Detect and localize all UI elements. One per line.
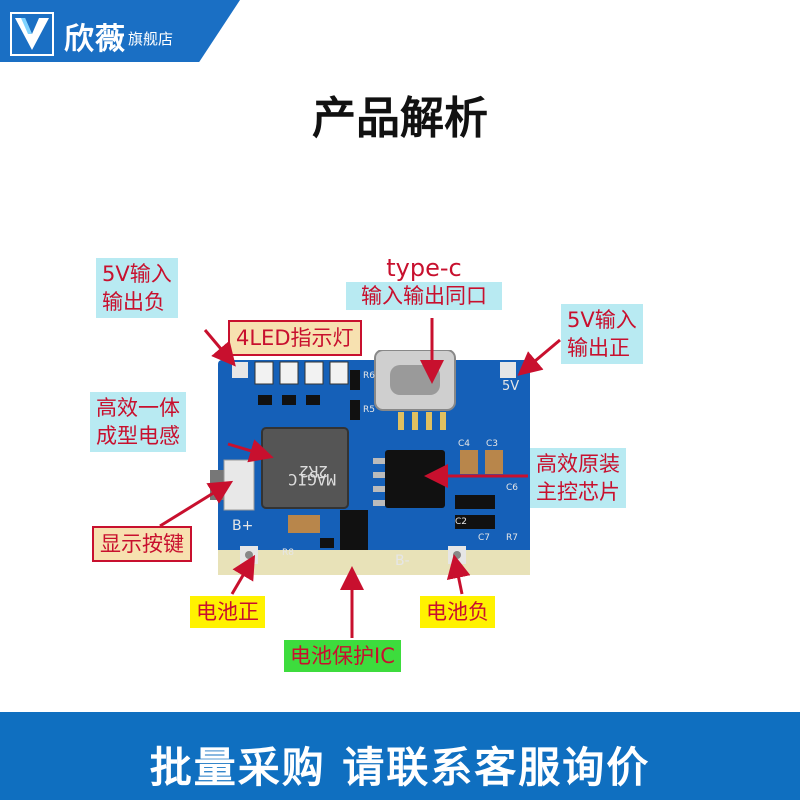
brand-name: 欣薇 — [64, 22, 126, 57]
silk-c6: C6 — [506, 483, 518, 493]
silk-bplus: B+ — [232, 518, 253, 534]
silk-r6: R6 — [363, 371, 375, 381]
brand-logo-icon — [10, 12, 54, 56]
silk-bminus: B- — [395, 553, 410, 569]
label-display-button: 显示按键 — [92, 526, 192, 562]
footer-banner: 批量采购 请联系客服询价 — [0, 712, 800, 800]
label-typec: type-c 输入输出同口 — [346, 254, 502, 310]
label-battery-negative: 电池负 — [420, 596, 495, 628]
label-5v-input-positive: 5V输入 输出正 — [561, 304, 643, 364]
store-label: 旗舰店 — [128, 30, 174, 48]
page-title: 产品解析 — [312, 93, 488, 144]
silk-c2: C2 — [455, 517, 467, 527]
label-led-indicator: 4LED指示灯 — [228, 320, 362, 356]
silk-5v: 5V — [502, 379, 519, 394]
silk-c3: C3 — [486, 439, 498, 449]
inductor-marking-2r2: 2R2 — [299, 462, 328, 481]
silk-r8: R8 — [282, 548, 294, 558]
pcb-board-image: 5V R6 R5 2R2 MAGIC C4 C3 C6 C2 C7 R7 B+ … — [210, 350, 530, 575]
label-battery-positive: 电池正 — [190, 596, 265, 628]
label-5v-input-negative: 5V输入 输出负 — [96, 258, 178, 318]
silk-r5: R5 — [363, 405, 375, 415]
silk-r7: R7 — [506, 533, 518, 543]
inductor-marking-magic: MAGIC — [288, 470, 336, 489]
silk-c4: C4 — [458, 439, 470, 449]
silk-c7: C7 — [478, 533, 490, 543]
label-main-chip: 高效原装 主控芯片 — [530, 448, 626, 508]
footer-text: 批量采购 请联系客服询价 — [149, 743, 651, 792]
label-battery-protection-ic: 电池保护IC — [284, 640, 401, 672]
label-inductor: 高效一体 成型电感 — [90, 392, 186, 452]
